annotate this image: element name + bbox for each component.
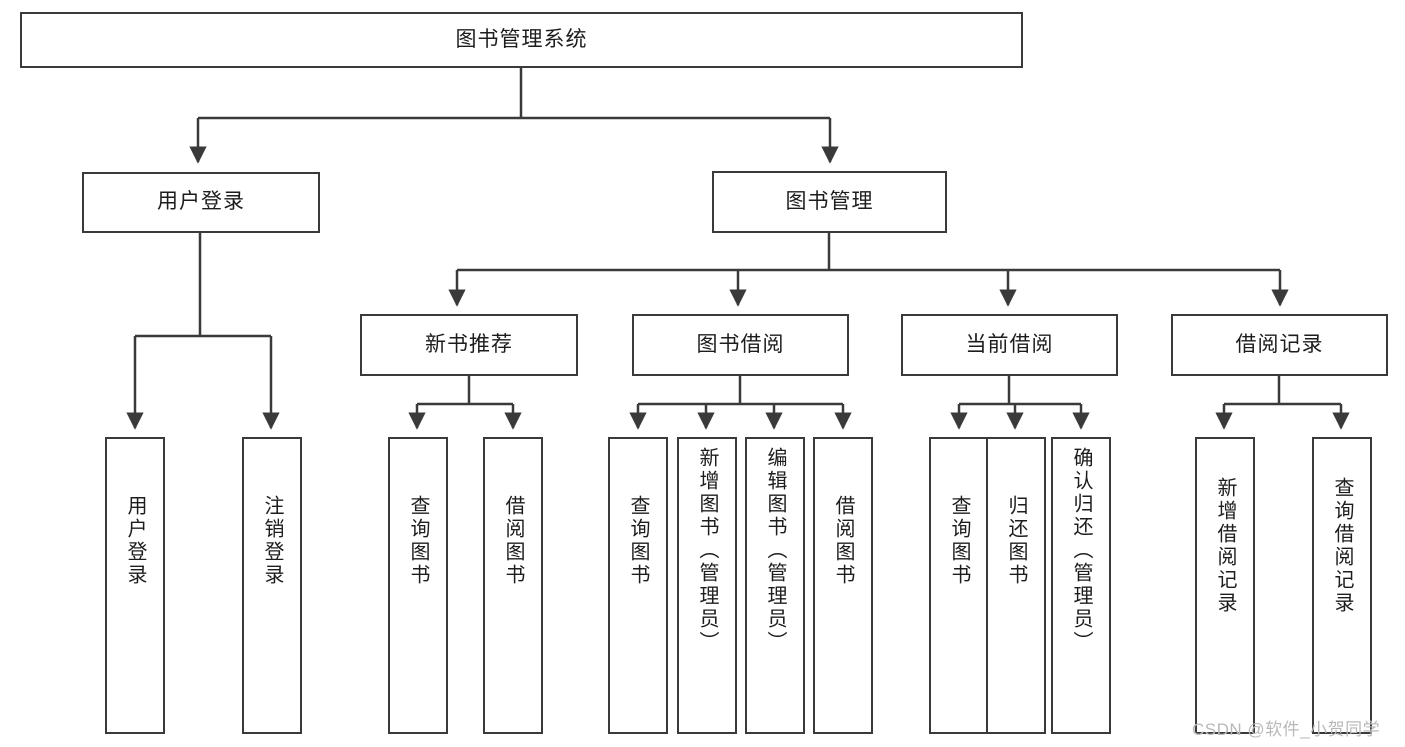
- node-label: 新增借阅记录: [1214, 477, 1236, 615]
- node-label: 查询图书: [627, 495, 649, 587]
- leaf-borrow-book-recommend[interactable]: 借阅图书: [483, 437, 543, 734]
- leaf-logout[interactable]: 注销登录: [242, 437, 302, 734]
- node-label: 注销登录: [261, 495, 283, 587]
- node-label: 确认归还（管理员）: [1070, 447, 1092, 654]
- node-label: 编辑图书（管理员）: [764, 447, 786, 654]
- node-label: 借阅记录: [1235, 332, 1324, 356]
- node-label: 查询图书: [407, 495, 429, 587]
- node-new-book-recommend[interactable]: 新书推荐: [360, 314, 578, 376]
- node-borrow-record[interactable]: 借阅记录: [1171, 314, 1388, 376]
- node-label: 借阅图书: [832, 495, 854, 587]
- node-root-system[interactable]: 图书管理系统: [20, 12, 1023, 68]
- leaf-add-book-admin[interactable]: 新增图书（管理员）: [677, 437, 737, 734]
- node-label: 当前借阅: [965, 332, 1054, 356]
- csdn-watermark: CSDN @软件_小贺同学: [1192, 720, 1381, 739]
- node-book-borrow[interactable]: 图书借阅: [632, 314, 849, 376]
- node-label: 查询借阅记录: [1331, 477, 1353, 615]
- node-label: 用户登录: [124, 495, 146, 587]
- leaf-add-borrow-record[interactable]: 新增借阅记录: [1195, 437, 1255, 734]
- leaf-borrow-book[interactable]: 借阅图书: [813, 437, 873, 734]
- node-label: 图书管理: [785, 189, 874, 213]
- leaf-return-book[interactable]: 归还图书: [986, 437, 1046, 734]
- node-current-borrow[interactable]: 当前借阅: [901, 314, 1118, 376]
- node-label: 用户登录: [157, 190, 245, 214]
- node-label: 借阅图书: [502, 495, 524, 587]
- node-user-login[interactable]: 用户登录: [82, 172, 320, 233]
- leaf-edit-book-admin[interactable]: 编辑图书（管理员）: [745, 437, 805, 734]
- leaf-query-book-recommend[interactable]: 查询图书: [388, 437, 448, 734]
- node-label: 新增图书（管理员）: [696, 447, 718, 654]
- node-book-management[interactable]: 图书管理: [712, 171, 947, 233]
- node-label: 新书推荐: [425, 332, 513, 356]
- node-label: 图书借阅: [696, 332, 785, 356]
- leaf-query-book-current[interactable]: 查询图书: [929, 437, 989, 734]
- leaf-confirm-return-admin[interactable]: 确认归还（管理员）: [1051, 437, 1111, 734]
- node-label: 图书管理系统: [455, 27, 588, 51]
- leaf-query-book-borrow[interactable]: 查询图书: [608, 437, 668, 734]
- leaf-user-login[interactable]: 用户登录: [105, 437, 165, 734]
- node-label: 归还图书: [1005, 495, 1027, 587]
- leaf-query-borrow-record[interactable]: 查询借阅记录: [1312, 437, 1372, 734]
- node-label: 查询图书: [948, 495, 970, 587]
